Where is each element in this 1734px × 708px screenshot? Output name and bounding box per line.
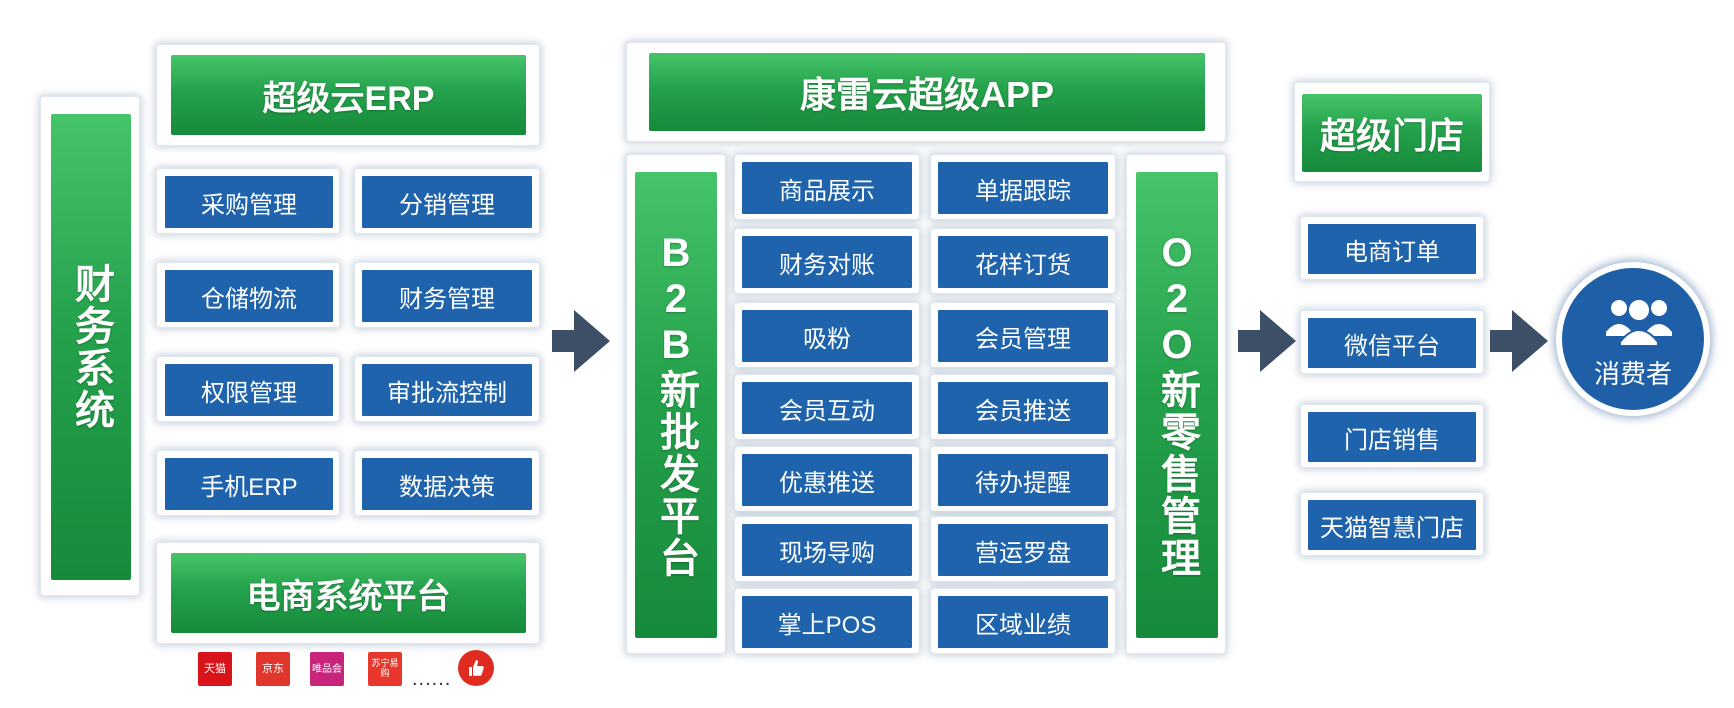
store-item-button[interactable]: 微信平台: [1308, 318, 1476, 368]
app-right-item-button[interactable]: 区域业绩: [938, 596, 1108, 648]
jd-logo: 京东: [256, 652, 290, 686]
erp-item-button[interactable]: 权限管理: [165, 364, 333, 416]
o2o-label: O2O新零售管理: [1155, 231, 1199, 579]
app-left-item-button[interactable]: 吸粉: [742, 310, 912, 362]
store-item-button[interactable]: 天猫智慧门店: [1308, 500, 1476, 550]
app-left-item-button[interactable]: 现场导购: [742, 524, 912, 576]
app-left-item-button[interactable]: 商品展示: [742, 162, 912, 214]
tmall-logo: 天猫: [198, 652, 232, 686]
more-logos-ellipsis: ......: [412, 668, 452, 690]
suning-logo: 苏宁易购: [368, 652, 402, 686]
consumer-label: 消费者: [1593, 359, 1672, 389]
store-item-button[interactable]: 门店销售: [1308, 412, 1476, 462]
app-title-bar: 康雷云超级APP: [649, 53, 1205, 131]
consumer-circle: 消费者: [1556, 262, 1710, 416]
arrow-right-icon: [1238, 310, 1296, 372]
o2o-bar: O2O新零售管理: [1136, 172, 1218, 638]
app-right-item-button[interactable]: 单据跟踪: [938, 162, 1108, 214]
ecommerce-title: 电商系统平台: [246, 577, 451, 616]
app-title: 康雷云超级APP: [799, 74, 1055, 115]
app-left-item-button[interactable]: 优惠推送: [742, 454, 912, 506]
erp-title-bar: 超级云ERP: [171, 55, 526, 135]
erp-item-button[interactable]: 采购管理: [165, 176, 333, 228]
arrow-right-icon: [552, 310, 610, 372]
b2b-label: B2B新批发平台: [654, 231, 698, 579]
vip-logo: 唯品会: [310, 652, 344, 686]
app-left-item-button[interactable]: 财务对账: [742, 236, 912, 288]
users-icon: [1606, 298, 1672, 347]
arrow-right-icon: [1490, 310, 1548, 372]
app-left-item-button[interactable]: 掌上POS: [742, 596, 912, 648]
app-right-item-button[interactable]: 会员管理: [938, 310, 1108, 362]
app-left-item-button[interactable]: 会员互动: [742, 382, 912, 434]
store-title-bar: 超级门店: [1302, 94, 1482, 172]
erp-item-button[interactable]: 分销管理: [362, 176, 532, 228]
erp-item-button[interactable]: 审批流控制: [362, 364, 532, 416]
erp-item-button[interactable]: 手机ERP: [165, 458, 333, 510]
erp-item-button[interactable]: 仓储物流: [165, 270, 333, 322]
ecommerce-title-bar: 电商系统平台: [171, 553, 526, 633]
finance-system-bar: 财务系统: [51, 114, 131, 580]
store-item-button[interactable]: 电商订单: [1308, 224, 1476, 274]
app-right-item-button[interactable]: 营运罗盘: [938, 524, 1108, 576]
finance-system-label: 财务系统: [69, 263, 113, 431]
b2b-bar: B2B新批发平台: [635, 172, 717, 638]
store-title: 超级门店: [1319, 115, 1464, 156]
erp-title: 超级云ERP: [262, 79, 435, 118]
app-right-item-button[interactable]: 会员推送: [938, 382, 1108, 434]
erp-item-button[interactable]: 财务管理: [362, 270, 532, 322]
app-right-item-button[interactable]: 待办提醒: [938, 454, 1108, 506]
app-right-item-button[interactable]: 花样订货: [938, 236, 1108, 288]
erp-item-button[interactable]: 数据决策: [362, 458, 532, 510]
thumbs-up-icon: [458, 650, 494, 686]
